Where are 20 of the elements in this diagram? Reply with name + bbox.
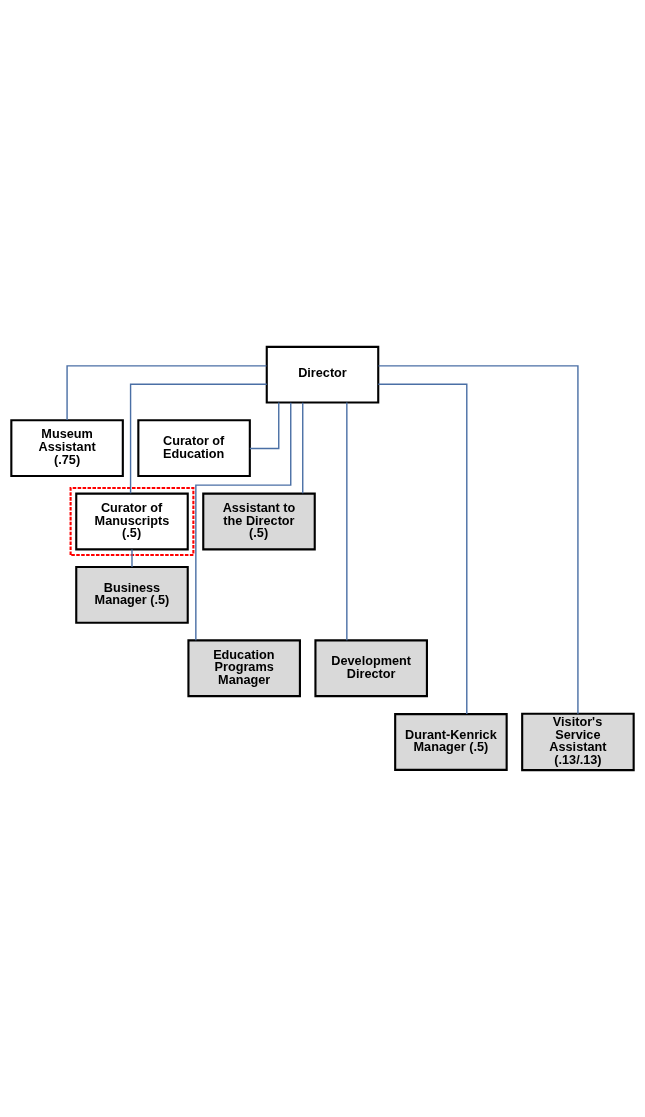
connector (377, 365, 579, 715)
connector (249, 401, 280, 450)
connector (129, 383, 268, 495)
connector (346, 401, 348, 641)
node-box: Development Director (314, 639, 428, 698)
connector (131, 548, 133, 568)
connector (195, 402, 292, 641)
node-box: Curator of Manuscripts (.5) (75, 492, 189, 551)
node-box: Museum Assistant (.75) (10, 419, 124, 477)
node-box: Curator of Education (137, 419, 251, 477)
node-box: Business Manager (.5) (75, 565, 189, 624)
node-box: Visitor's Service Assistant (.13/.13) (521, 712, 635, 772)
node-box: Assistant to the Director (.5) (202, 492, 316, 551)
node-box: Education Programs Manager (187, 639, 301, 698)
cluster (69, 486, 195, 557)
node-box: Director (265, 345, 380, 404)
connector (377, 383, 468, 715)
connector (302, 401, 304, 495)
node-box: Durant-Kenrick Manager (.5) (394, 713, 508, 771)
connector (66, 365, 268, 421)
